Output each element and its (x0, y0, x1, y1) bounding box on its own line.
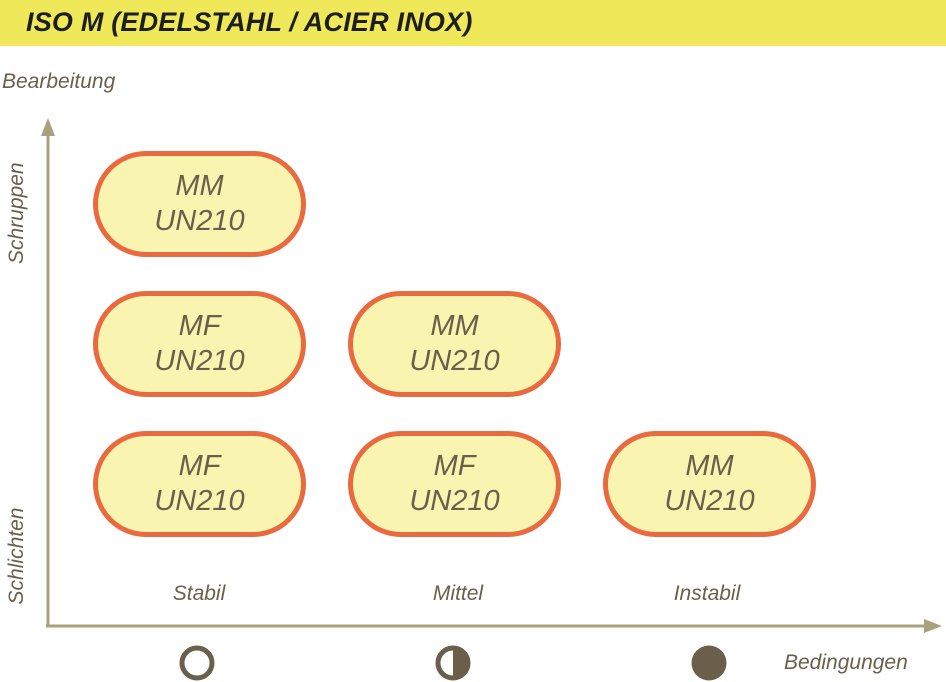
cell-code: UN210 (409, 345, 500, 377)
page-title: ISO M (EDELSTAHL / ACIER INOX) (26, 7, 473, 37)
cell-code: UN210 (154, 205, 245, 237)
column-label-instabil: Instabil (673, 582, 741, 605)
cell-code: UN210 (664, 485, 755, 517)
cell-grade: MM (175, 170, 224, 202)
cell-grade: MF (178, 310, 221, 342)
x-axis-title: Bedingungen (784, 651, 908, 674)
cell-code: UN210 (154, 485, 245, 517)
cell-code: UN210 (409, 485, 500, 517)
tool-cell-schruppen-stabil: MM UN210 (93, 151, 306, 257)
cell-grade: MF (433, 450, 476, 482)
y-axis-arrow-icon (41, 118, 55, 136)
cell-grade: MM (685, 450, 734, 482)
circle-outline-icon (179, 645, 215, 681)
circle-filled-icon (691, 645, 727, 681)
circle-half-icon (435, 645, 471, 681)
title-bar: ISO M (EDELSTAHL / ACIER INOX) (0, 0, 946, 46)
y-axis-title: Bearbeitung (2, 70, 116, 93)
column-label-stabil: Stabil (172, 582, 226, 605)
cell-grade: MF (178, 450, 221, 482)
tool-cell-mittel-stabil: MF UN210 (93, 291, 306, 397)
column-label-mittel: Mittel (432, 582, 484, 605)
cell-grade: MM (430, 310, 479, 342)
cell-code: UN210 (154, 345, 245, 377)
x-axis-arrow-icon (924, 619, 942, 633)
tool-cell-schlichten-stabil: MF UN210 (93, 431, 306, 537)
tool-cell-schlichten-instabil: MM UN210 (603, 431, 816, 537)
tool-cell-mittel-mittel: MM UN210 (348, 291, 561, 397)
tool-cell-schlichten-mittel: MF UN210 (348, 431, 561, 537)
